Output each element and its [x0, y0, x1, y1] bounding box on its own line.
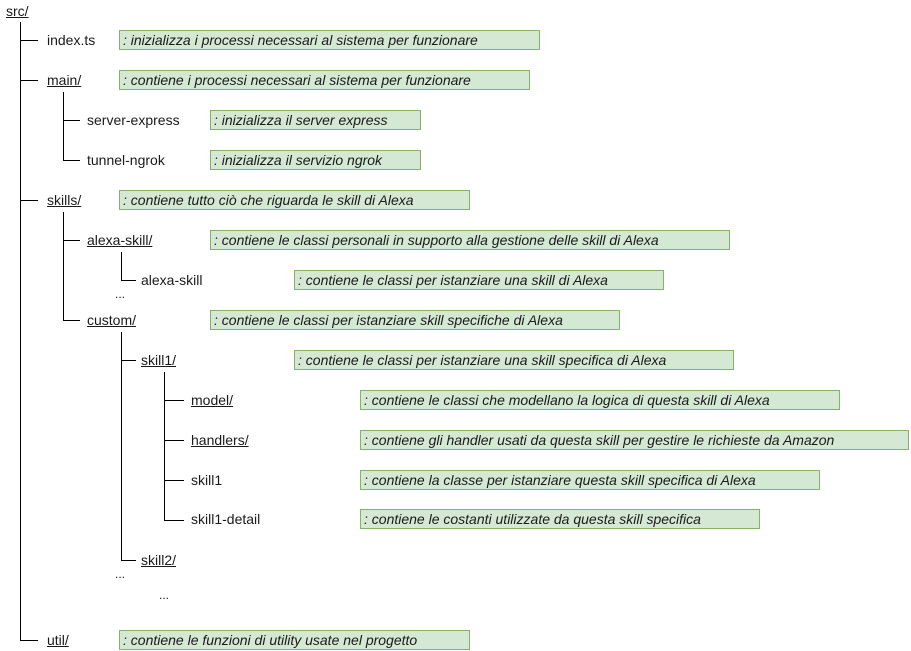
note-alexa-skill-dir: : contiene le classi personali in suppor… [210, 230, 730, 250]
tree-node-index-ts: index.ts [47, 32, 96, 48]
note-skill1-dir: : contiene le classi per istanziare una … [294, 350, 734, 370]
connector-main-trunk [63, 92, 80, 161]
tree-node-util: util/ [47, 632, 69, 648]
tree-node-main: main/ [47, 72, 82, 88]
ellipsis-alexa-skill: ... [115, 287, 126, 301]
tree-node-handlers: handlers/ [191, 432, 249, 448]
tree-node-src: src/ [6, 3, 29, 19]
connector-custom-trunk [121, 332, 136, 561]
tree-node-alexa-skill-dir: alexa-skill/ [87, 232, 153, 248]
note-server-express: : inizializza il server express [210, 110, 421, 130]
ellipsis-custom: ... [115, 567, 126, 581]
note-skill1-detail: : contiene le costanti utilizzate da que… [360, 509, 760, 529]
note-model: : contiene le classi che modellano la lo… [360, 390, 840, 410]
tree-node-skills: skills/ [47, 192, 82, 208]
tree-node-server-express: server-express [87, 112, 180, 128]
note-main: : contiene i processi necessari al siste… [119, 70, 530, 90]
note-skills: : contiene tutto ciò che riguarda le ski… [119, 190, 470, 210]
connector-root-trunk [20, 22, 38, 641]
note-index-ts: : inizializza i processi necessari al si… [119, 30, 540, 50]
note-handlers: : contiene gli handler usati da questa s… [360, 430, 909, 450]
note-tunnel-ngrok: : inizializza il servizio ngrok [210, 150, 421, 170]
connector-skills-trunk [63, 212, 80, 321]
ellipsis-skill2: ... [159, 588, 170, 602]
tree-node-custom: custom/ [87, 312, 137, 328]
tree-node-skill1-detail: skill1-detail [191, 511, 261, 527]
connector-skill1-trunk [164, 372, 184, 521]
note-alexa-skill-file: : contiene le classi per istanziare una … [294, 270, 664, 290]
tree-node-skill1-file: skill1 [191, 472, 223, 488]
tree-node-skill1-dir: skill1/ [141, 352, 177, 368]
tree-node-model: model/ [191, 392, 234, 408]
tree-node-alexa-skill-file: alexa-skill [141, 272, 203, 288]
tree-node-skill2: skill2/ [141, 552, 177, 568]
note-skill1-file: : contiene la classe per istanziare ques… [360, 470, 820, 490]
note-custom: : contiene le classi per istanziare skil… [210, 310, 620, 330]
tree-node-tunnel-ngrok: tunnel-ngrok [87, 152, 165, 168]
note-util: : contiene le funzioni di utility usate … [119, 630, 470, 650]
connector-alexa-skill-trunk [121, 252, 136, 281]
